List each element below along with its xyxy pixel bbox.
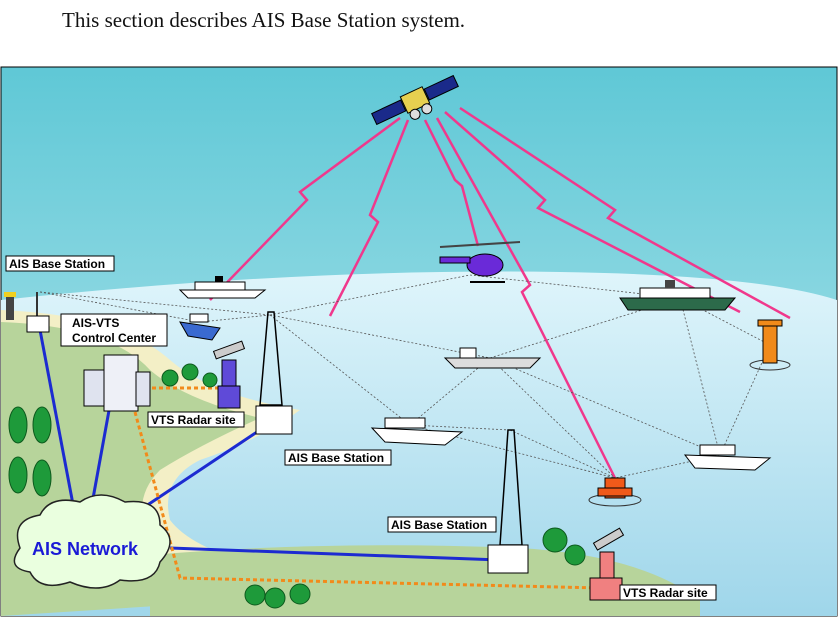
- buoy-icon-bottom: [588, 477, 642, 507]
- bottom-land: [150, 545, 700, 616]
- vhf-mesh: [39, 274, 771, 479]
- label-base-station-center: AIS Base Station: [284, 449, 392, 466]
- svg-text:AIS Base Station: AIS Base Station: [391, 518, 487, 532]
- base-station-left-icon: [26, 292, 50, 333]
- control-center-icon: [83, 354, 151, 412]
- label-base-station-left: AIS Base Station: [5, 255, 115, 272]
- svg-text:AIS-VTS: AIS-VTS: [72, 316, 119, 330]
- yacht-icon-right: [683, 444, 772, 471]
- trees-left-icon: [8, 406, 52, 497]
- svg-text:Control Center: Control Center: [72, 331, 156, 345]
- svg-text:VTS Radar site: VTS Radar site: [623, 586, 708, 600]
- radar-left-icon: [212, 340, 246, 409]
- satellite-icon: [371, 74, 459, 126]
- ais-network-cloud: AIS Network: [13, 494, 171, 589]
- radar-right-icon: [589, 527, 625, 601]
- liner-icon-right: [619, 280, 737, 311]
- lighthouse-icon: [4, 292, 16, 320]
- section-caption: This section describes AIS Base Station …: [62, 8, 466, 32]
- satellite-links: [209, 106, 791, 479]
- patrol-boat-icon: [179, 313, 221, 341]
- helicopter-icon: [439, 241, 521, 283]
- svg-text:VTS Radar site: VTS Radar site: [151, 413, 236, 427]
- tower-bottom-icon: [487, 429, 529, 574]
- ferry-icon-left: [178, 276, 267, 299]
- trees-shore-icon: [161, 363, 586, 609]
- label-radar-site-left: VTS Radar site: [147, 411, 245, 428]
- label-base-station-bottom: AIS Base Station: [387, 516, 497, 533]
- tower-center-icon: [255, 311, 293, 435]
- ais-network-label: AIS Network: [32, 539, 139, 559]
- label-radar-site-right: VTS Radar site: [619, 584, 717, 601]
- label-control-center: AIS-VTS Control Center: [60, 313, 168, 347]
- buoy-icon-right: [749, 319, 791, 371]
- ais-system-diagram: AIS Network: [0, 66, 838, 617]
- svg-text:AIS Base Station: AIS Base Station: [9, 257, 105, 271]
- vts-links: [133, 386, 601, 590]
- svg-text:AIS Base Station: AIS Base Station: [288, 451, 384, 465]
- cargo-ship-icon: [443, 347, 542, 369]
- yacht-icon-center: [370, 417, 464, 446]
